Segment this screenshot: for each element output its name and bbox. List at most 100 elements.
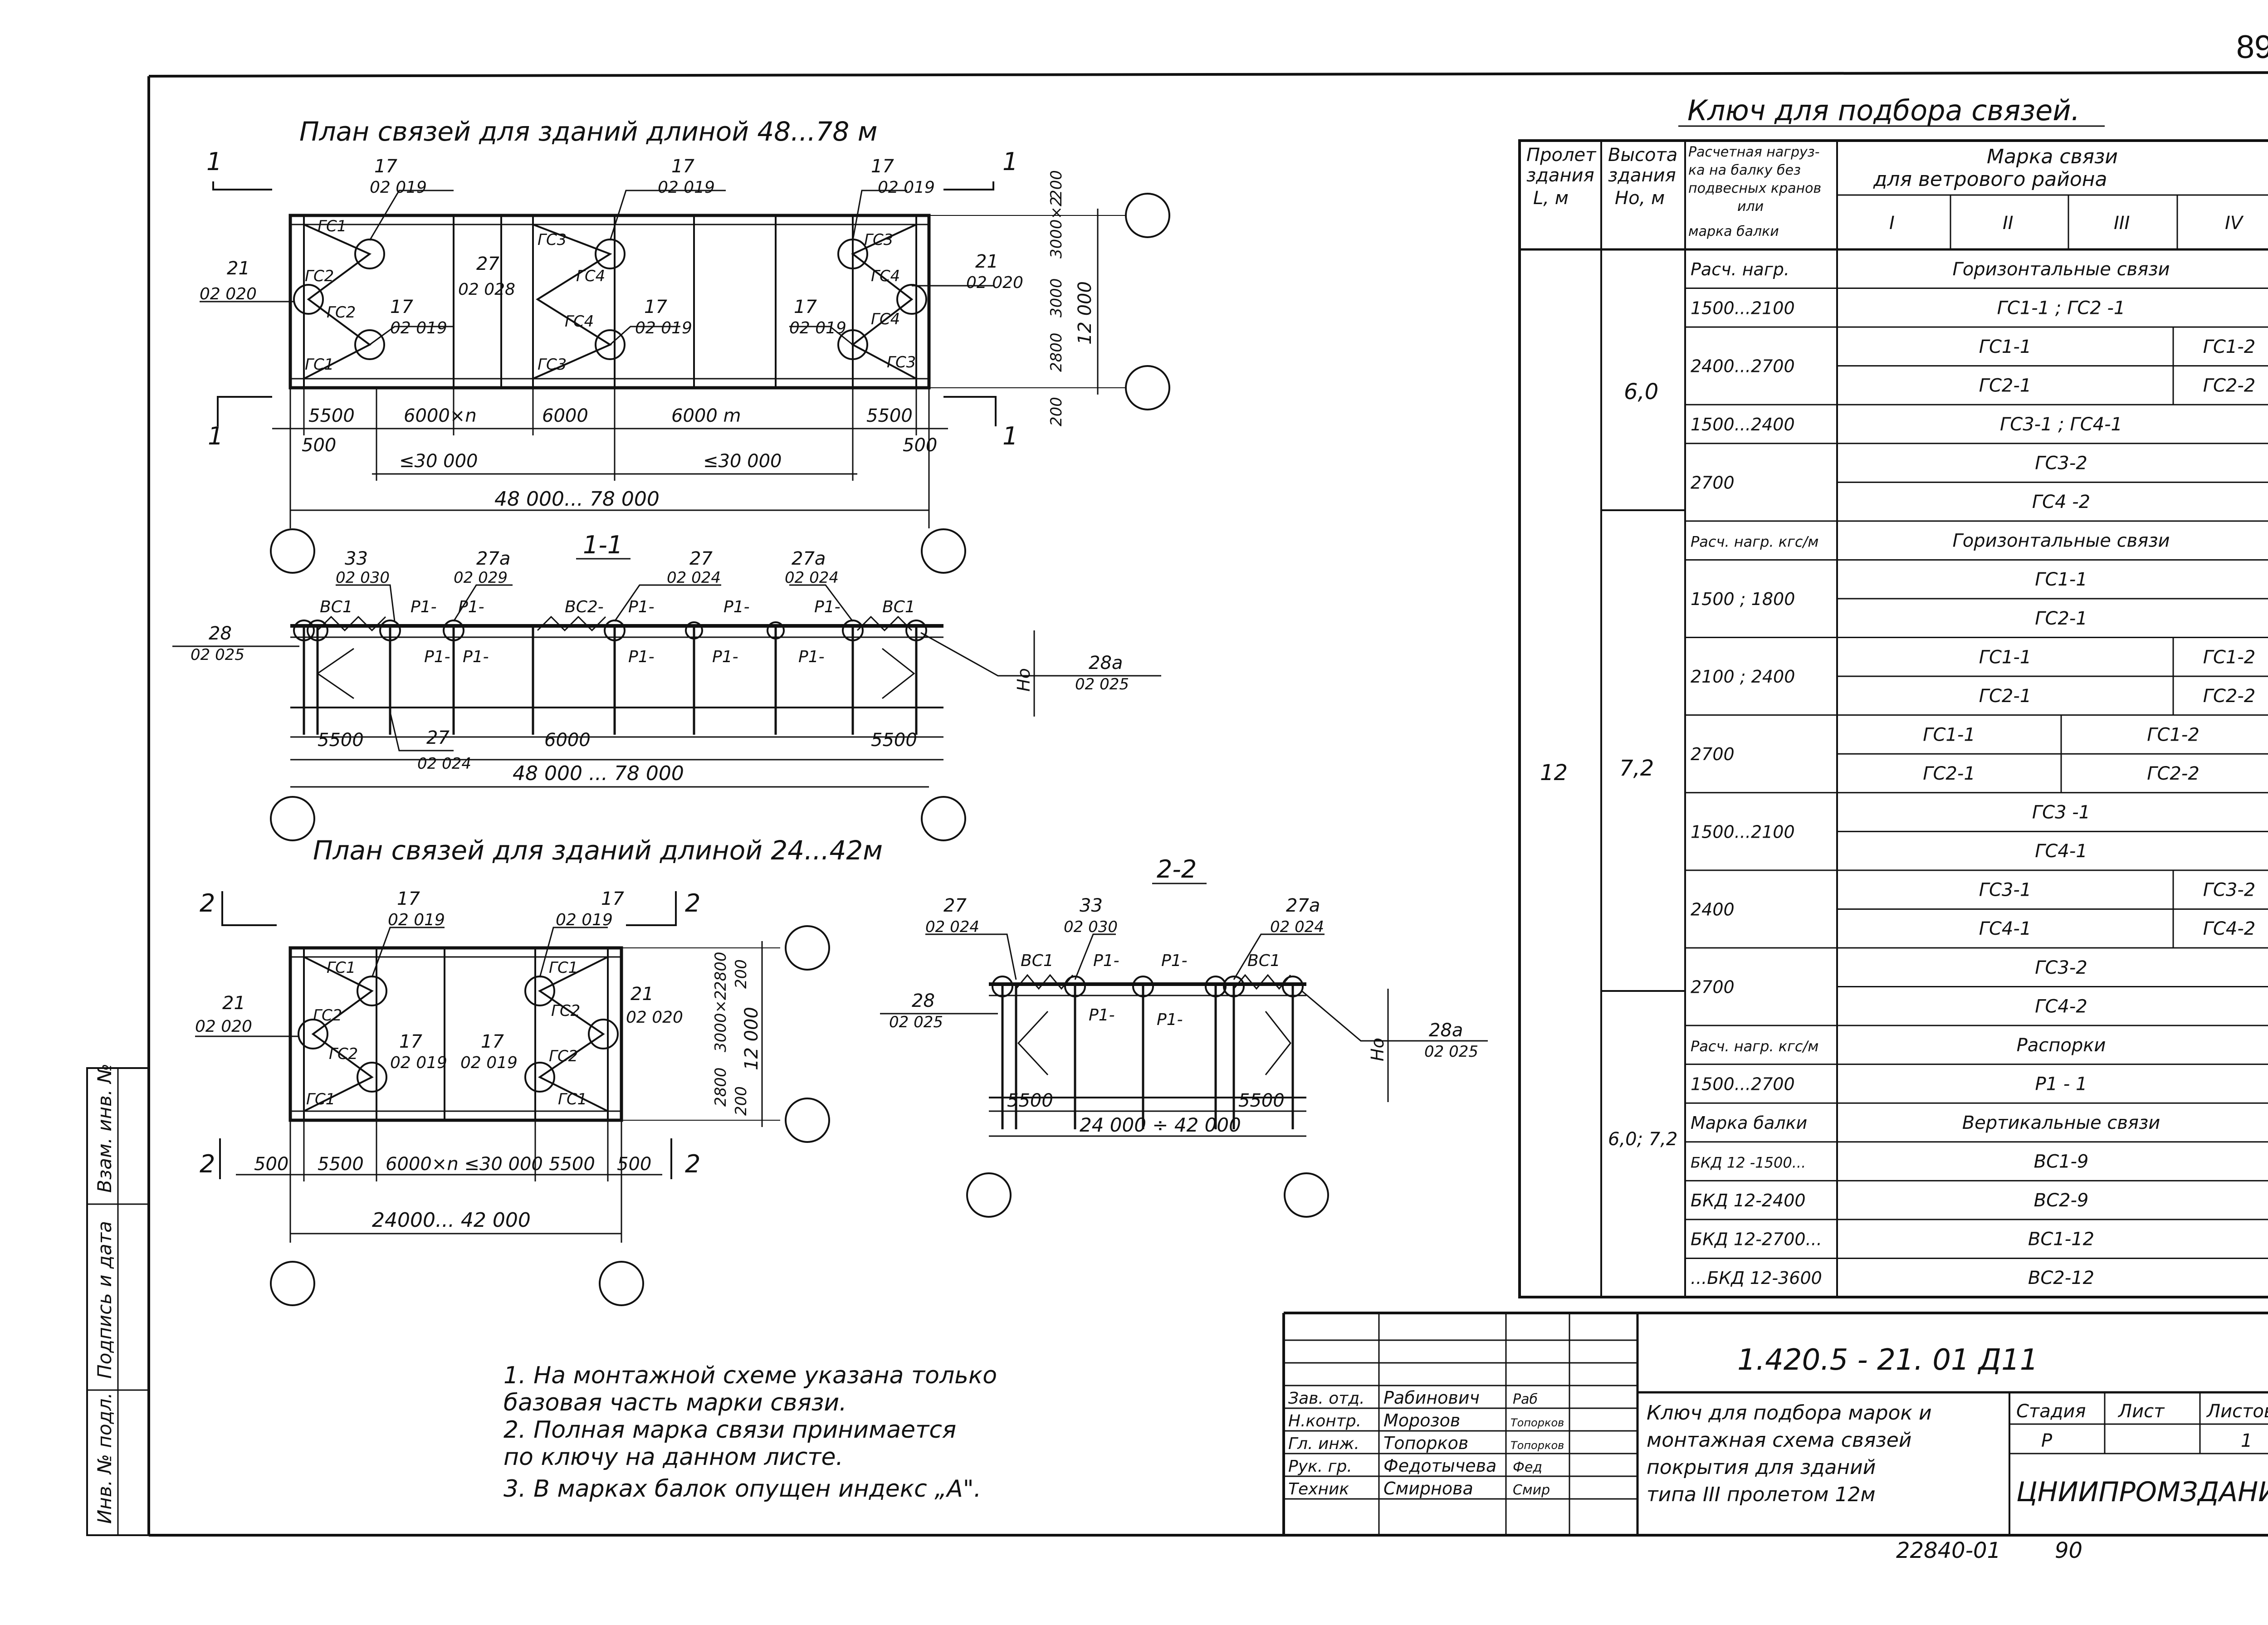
tb-sign-3: Топорков — [1510, 1439, 1564, 1452]
s22-mark-28a: 28а — [1429, 1020, 1463, 1041]
axis-bubble-a — [1125, 193, 1170, 238]
s22-mark-33: 33 — [1080, 895, 1103, 916]
p2-dim-6000n: 6000×n ≤30 000 — [386, 1154, 543, 1175]
key-load-cell: БКД 12 -1500... — [1691, 1154, 1806, 1171]
cut2-mark-right: 2 — [685, 889, 700, 917]
p2-dim-12000: 12 000 — [741, 1007, 762, 1070]
tb-stage: Р — [2041, 1430, 2053, 1451]
plan1-dim-30000-a: ≤30 000 — [399, 451, 478, 472]
key-load-cell: Расч. нагр. кгс/м — [1691, 1038, 1818, 1055]
axis-bubble-7 — [270, 1261, 315, 1306]
p2-code-019-b: 02 019 — [556, 911, 613, 929]
axis-bubble-4 — [921, 796, 966, 841]
section-2-2: 2-2 27 02 024 33 02 030 27а — [880, 855, 1488, 1218]
height-6-0: 6,0 — [1624, 379, 1658, 405]
plan1-dim-5500-a: 5500 — [308, 405, 355, 426]
key-row: БКД 12-2700...ВС1-12 — [1691, 1229, 2094, 1250]
note-2: 2. Полная марка связи принимается — [503, 1416, 956, 1444]
plan1-outline — [288, 214, 931, 390]
s22-vs1-b: ВС1 — [1247, 952, 1281, 970]
th-load-4: или — [1737, 199, 1764, 215]
s11-vs1-b: ВС1 — [882, 598, 915, 616]
axis-bubble-6 — [785, 1098, 830, 1143]
p2-code-020-a: 02 020 — [195, 1017, 252, 1036]
s22-code-024-b: 02 024 — [1270, 918, 1324, 936]
th-load-5: марка балки — [1688, 224, 1779, 239]
tb-role-3: Гл. инж. — [1288, 1435, 1359, 1453]
s22-dim-5500-a: 5500 — [1007, 1090, 1053, 1111]
tb-org: ЦНИИПРОМЗДАНИЙ — [2016, 1476, 2268, 1508]
key-mark-cell: Распорки — [2017, 1035, 2106, 1056]
note-1b: базовая часть марки связи. — [503, 1389, 847, 1416]
tb-name-5: Смирнова — [1383, 1479, 1473, 1498]
height-6-0-7-2: 6,0; 7,2 — [1608, 1129, 1677, 1150]
cut2-mark-left: 2 — [200, 889, 215, 917]
key-mark-cell: ГС1-1 — [1979, 337, 2032, 357]
key-mark-cell: ВС2-12 — [2028, 1268, 2094, 1288]
notes: 1. На монтажной схеме указана только баз… — [503, 1362, 997, 1503]
title-block: Зав. отд. Рабинович Раб Н.контр. Морозов… — [1282, 1312, 2268, 1563]
section22-title: 2-2 — [1157, 855, 1197, 883]
key-row: ГС2-1 — [2035, 608, 2087, 629]
p2-dim-total: 24000... 42 000 — [372, 1209, 531, 1232]
page-number: 89 — [2236, 29, 2268, 65]
s22-code-025-b: 02 025 — [1424, 1043, 1478, 1061]
key-mark-cell: ГС2-1 — [2035, 608, 2087, 629]
cut-mark-right-low: 1 — [1002, 422, 1018, 450]
footer-page: 90 — [2055, 1538, 2082, 1563]
s11-dim-total: 48 000 ... 78 000 — [513, 762, 684, 785]
plan1-dim-30000-b: ≤30 000 — [703, 451, 782, 472]
s22-vs1-a: ВС1 — [1021, 952, 1054, 970]
code-019-b: 02 019 — [658, 178, 715, 197]
s11-p1-e: Р1- — [814, 598, 841, 616]
s11-code-024-a: 02 024 — [667, 569, 721, 587]
brace-gs3d: ГС3 — [887, 353, 916, 371]
tb-desc-3: покрытия для зданий — [1647, 1456, 1876, 1479]
p2-brace-gs1: ГС1 — [327, 959, 356, 977]
tb-role-1: Зав. отд. — [1288, 1389, 1365, 1408]
side-stamp: Инв. № подл. Подпись и дата Взам. инв. № — [86, 1064, 150, 1536]
brace-gs1b: ГС1 — [305, 356, 334, 374]
s22-p1-c: Р1- — [1089, 1006, 1115, 1025]
table-title: Ключ для подбора связей. — [1687, 94, 2080, 127]
axis-bubble-1 — [270, 528, 315, 574]
s11-p1-f: Р1- — [424, 648, 450, 666]
key-table-rows: Расч. нагр.Горизонтальные связи1500...21… — [1685, 259, 2268, 1288]
p2-dim-200-b: 200 — [732, 1086, 750, 1116]
p2-mark-17-b: 17 — [601, 888, 624, 909]
tb-sign-5: Смир — [1513, 1482, 1550, 1498]
p2-dim-5500-b: 5500 — [549, 1154, 595, 1175]
p2-code-019-d: 02 019 — [460, 1054, 518, 1072]
plan1-dim-2800-b: 2800 — [1047, 332, 1066, 372]
p2-brace-gs1b: ГС1 — [306, 1090, 335, 1108]
brace-gs3c: ГС3 — [864, 231, 893, 249]
s11-p1-i: Р1- — [712, 648, 738, 666]
brace-gs3b: ГС3 — [538, 356, 567, 374]
code-019-d: 02 019 — [390, 319, 447, 337]
key-mark-cell: ГС1-1 — [1923, 724, 1975, 745]
plan1-dim-3000x2: 3000×2 — [1047, 196, 1066, 259]
frame-top — [148, 71, 2268, 78]
key-mark-cell: ВС2-9 — [2034, 1190, 2089, 1211]
key-mark-cell: ГС3-2 — [2035, 957, 2087, 978]
s11-code-024-c: 02 024 — [417, 755, 471, 773]
key-mark-cell: ВС1-9 — [2034, 1152, 2089, 1172]
s22-dim-span: 24 000 ÷ 42 000 — [1080, 1114, 1241, 1136]
key-mark-cell: ГС3 -1 — [2032, 802, 2090, 823]
key-row: Расч. нагр.Горизонтальные связи — [1691, 259, 2170, 280]
plan1-dim-200-b: 200 — [1047, 397, 1066, 426]
brace-gs1: ГС1 — [318, 217, 347, 235]
tb-sign-4: Фед — [1513, 1459, 1542, 1475]
key-load-cell: Марка балки — [1691, 1113, 1807, 1133]
cut-mark-left: 1 — [206, 147, 222, 176]
tb-sheets: 1 — [2241, 1430, 2252, 1451]
mark-17-a: 17 — [374, 156, 397, 177]
code-019-c: 02 019 — [878, 178, 935, 197]
